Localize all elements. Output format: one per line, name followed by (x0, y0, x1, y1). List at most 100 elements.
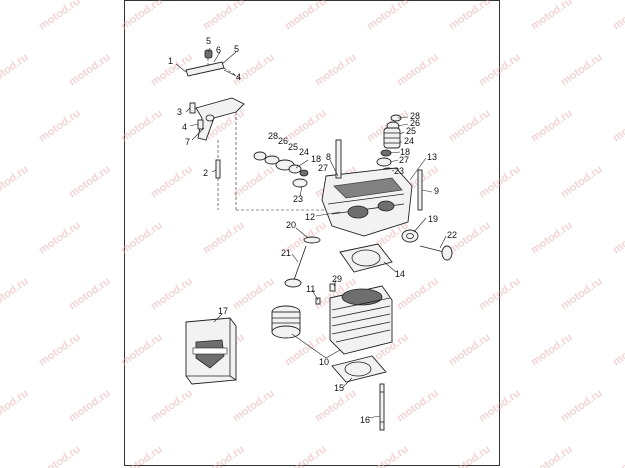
callout-18: 18 (400, 147, 410, 157)
watermark-text: motod.ru (0, 51, 31, 88)
watermark-text: motod.ru (395, 387, 441, 424)
callout-8: 8 (326, 152, 331, 162)
watermark-text: motod.ru (201, 219, 247, 256)
callout-13: 13 (427, 152, 437, 162)
exhaust-valve (284, 236, 321, 288)
gasket-kit-box (185, 317, 237, 385)
watermark-text: motod.ru (611, 0, 625, 32)
washer-23 (292, 178, 308, 188)
harley-davidson-bar-shield-icon (192, 339, 228, 369)
watermark-text: motod.ru (611, 219, 625, 256)
callout-25: 25 (406, 126, 416, 136)
watermark-text: motod.ru (447, 443, 493, 468)
callout-15: 15 (334, 383, 344, 393)
watermark-text: motod.ru (67, 275, 113, 312)
support-bolt-4 (197, 119, 204, 130)
dowel-29 (329, 283, 336, 292)
watermark-text: motod.ru (67, 51, 113, 88)
callout-6: 6 (216, 45, 221, 55)
callout-18: 18 (311, 154, 321, 164)
watermark-text: motod.ru (395, 275, 441, 312)
callout-27: 27 (399, 155, 409, 165)
retainer-26 (264, 155, 280, 165)
watermark-text: motod.ru (477, 387, 523, 424)
callout-1: 1 (168, 56, 173, 66)
watermark-text: motod.ru (231, 387, 277, 424)
watermark-text: motod.ru (149, 387, 195, 424)
guide-19 (401, 229, 419, 243)
watermark-text: motod.ru (149, 163, 195, 200)
callout-22: 22 (447, 230, 457, 240)
watermark-text: motod.ru (559, 387, 605, 424)
callout-19: 19 (428, 214, 438, 224)
watermark-text: motod.ru (0, 219, 1, 256)
watermark-text: motod.ru (37, 219, 83, 256)
watermark-text: motod.ru (283, 0, 329, 32)
seal-18 (299, 169, 309, 177)
watermark-text: motod.ru (0, 443, 1, 468)
callout-23: 23 (394, 166, 404, 176)
watermark-text: motod.ru (529, 443, 575, 468)
watermark-text: motod.ru (37, 331, 83, 368)
watermark-text: motod.ru (395, 51, 441, 88)
callout-17: 17 (218, 306, 228, 316)
watermark-text: motod.ru (37, 107, 83, 144)
callout-23: 23 (293, 194, 303, 204)
watermark-text: motod.ru (119, 331, 165, 368)
watermark-text: motod.ru (447, 331, 493, 368)
rocker-shaft-assembly (185, 49, 241, 79)
watermark-text: motod.ru (365, 443, 411, 468)
watermark-text: motod.ru (0, 107, 1, 144)
seal-18r (380, 149, 392, 157)
watermark-text: motod.ru (283, 107, 329, 144)
watermark-text: motod.ru (477, 51, 523, 88)
stud-9 (417, 169, 423, 211)
watermark-text: motod.ru (119, 443, 165, 468)
leader-lines (175, 47, 447, 419)
watermark-text: motod.ru (477, 163, 523, 200)
callout-12: 12 (305, 212, 315, 222)
watermark-text: motod.ru (529, 219, 575, 256)
watermark-text: motod.ru (529, 0, 575, 32)
callout-14: 14 (395, 269, 405, 279)
watermark-text: motod.ru (559, 163, 605, 200)
watermark-text: motod.ru (119, 0, 165, 32)
watermark-text: motod.ru (231, 275, 277, 312)
watermark-text: motod.ru (447, 107, 493, 144)
callout-5: 5 (234, 44, 239, 54)
watermark-text: motod.ru (37, 0, 83, 32)
callout-5: 5 (206, 36, 211, 46)
head-gasket (339, 243, 393, 273)
callout-7: 7 (185, 137, 190, 147)
cylinder-head (321, 139, 423, 237)
callout-10: 10 (319, 357, 329, 367)
watermark-text: motod.ru (313, 51, 359, 88)
valve-head-21 (284, 278, 302, 288)
watermark-text: motod.ru (611, 107, 625, 144)
callout-4: 4 (236, 72, 241, 82)
watermark-text: motod.ru (447, 0, 493, 32)
callout-11: 11 (306, 284, 315, 294)
watermark-text: motod.ru (67, 163, 113, 200)
watermark-text: motod.ru (231, 51, 277, 88)
callout-3: 3 (177, 107, 182, 117)
callout-26: 26 (278, 136, 288, 146)
watermark-text: motod.ru (231, 163, 277, 200)
keeper-28 (253, 151, 267, 161)
callout-25: 25 (288, 142, 298, 152)
watermark-text: motod.ru (201, 0, 247, 32)
watermark-text: motod.ru (67, 387, 113, 424)
dowel-11 (315, 297, 321, 305)
stud-16 (379, 383, 385, 431)
watermark-text: motod.ru (37, 443, 83, 468)
valve-head-22 (441, 245, 453, 261)
base-gasket (331, 355, 387, 383)
callout-24: 24 (404, 136, 414, 146)
callout-16: 16 (360, 415, 370, 425)
watermark-text: motod.ru (611, 331, 625, 368)
watermark-text: motod.ru (201, 443, 247, 468)
watermark-text: motod.ru (0, 331, 1, 368)
cylinder-stud (379, 383, 385, 431)
